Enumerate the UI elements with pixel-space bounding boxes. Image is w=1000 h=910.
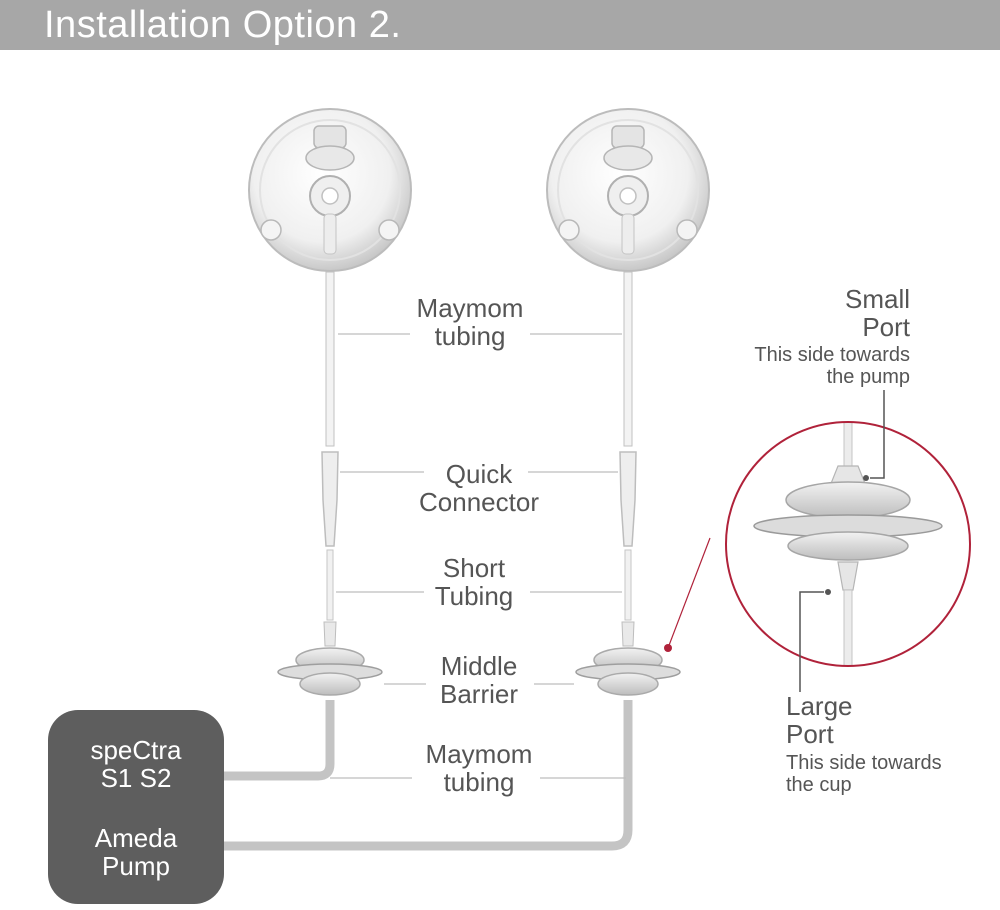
middle-barrier-detail — [725, 421, 971, 667]
right-assembly — [546, 108, 710, 696]
label-middle-barrier: Middle Barrier — [420, 652, 538, 708]
large-port-note: This side towards — [786, 752, 942, 774]
right-breast-cup — [546, 108, 710, 272]
label-line: Connector — [419, 487, 539, 517]
left-breast-cup — [248, 108, 412, 272]
header-bar: Installation Option 2. — [0, 0, 1000, 50]
pump-model-line4: Pump — [102, 851, 170, 881]
label-short-tubing: Short Tubing — [414, 554, 534, 610]
pump-model-line1: speCtra — [90, 735, 182, 765]
label-maymom-tubing-bottom: Maymom tubing — [414, 740, 544, 796]
pump-model-line2: S1 S2 — [100, 763, 172, 793]
pump-box: speCtra S1 S2 Ameda Pump — [48, 710, 224, 904]
right-short-tubing — [624, 549, 632, 621]
small-port-note: This side towards — [754, 344, 910, 366]
right-quick-connector — [619, 451, 637, 547]
label-maymom-tubing-top: Maymom tubing — [410, 294, 530, 350]
label-line: Barrier — [439, 679, 518, 709]
left-assembly — [248, 108, 412, 696]
page-title: Installation Option 2. — [44, 4, 402, 46]
label-large-port: Large Port This side towards the cup — [786, 692, 986, 796]
label-quick-connector: Quick Connector — [404, 460, 554, 516]
label-line: tubing — [443, 767, 515, 797]
small-port-note: the pump — [826, 366, 910, 388]
label-line: Maymom — [425, 739, 533, 769]
label-line: Short — [442, 553, 506, 583]
label-line: Tubing — [434, 581, 514, 611]
right-middle-barrier — [575, 621, 681, 696]
large-port-note: the cup — [786, 774, 852, 796]
leader-lines — [330, 333, 626, 779]
pump-model-line3: Ameda — [94, 823, 178, 853]
label-line: Port — [786, 719, 834, 749]
right-maymom-tubing — [623, 271, 633, 447]
left-middle-barrier — [277, 621, 383, 696]
port-pointers — [799, 390, 885, 692]
pump-tube-right — [224, 700, 633, 851]
pump-tube-left — [224, 700, 335, 781]
detail-callout — [664, 537, 711, 652]
label-line: Port — [862, 312, 910, 342]
label-line: Large — [786, 691, 853, 721]
left-short-tubing — [326, 549, 334, 621]
label-line: tubing — [434, 321, 506, 351]
label-line: Middle — [440, 651, 518, 681]
label-line: Maymom — [416, 293, 524, 323]
label-line: Quick — [445, 459, 513, 489]
label-small-port: Small Port This side towards the pump — [720, 285, 910, 388]
left-maymom-tubing — [325, 271, 335, 447]
left-quick-connector — [321, 451, 339, 547]
label-line: Small — [844, 284, 910, 314]
